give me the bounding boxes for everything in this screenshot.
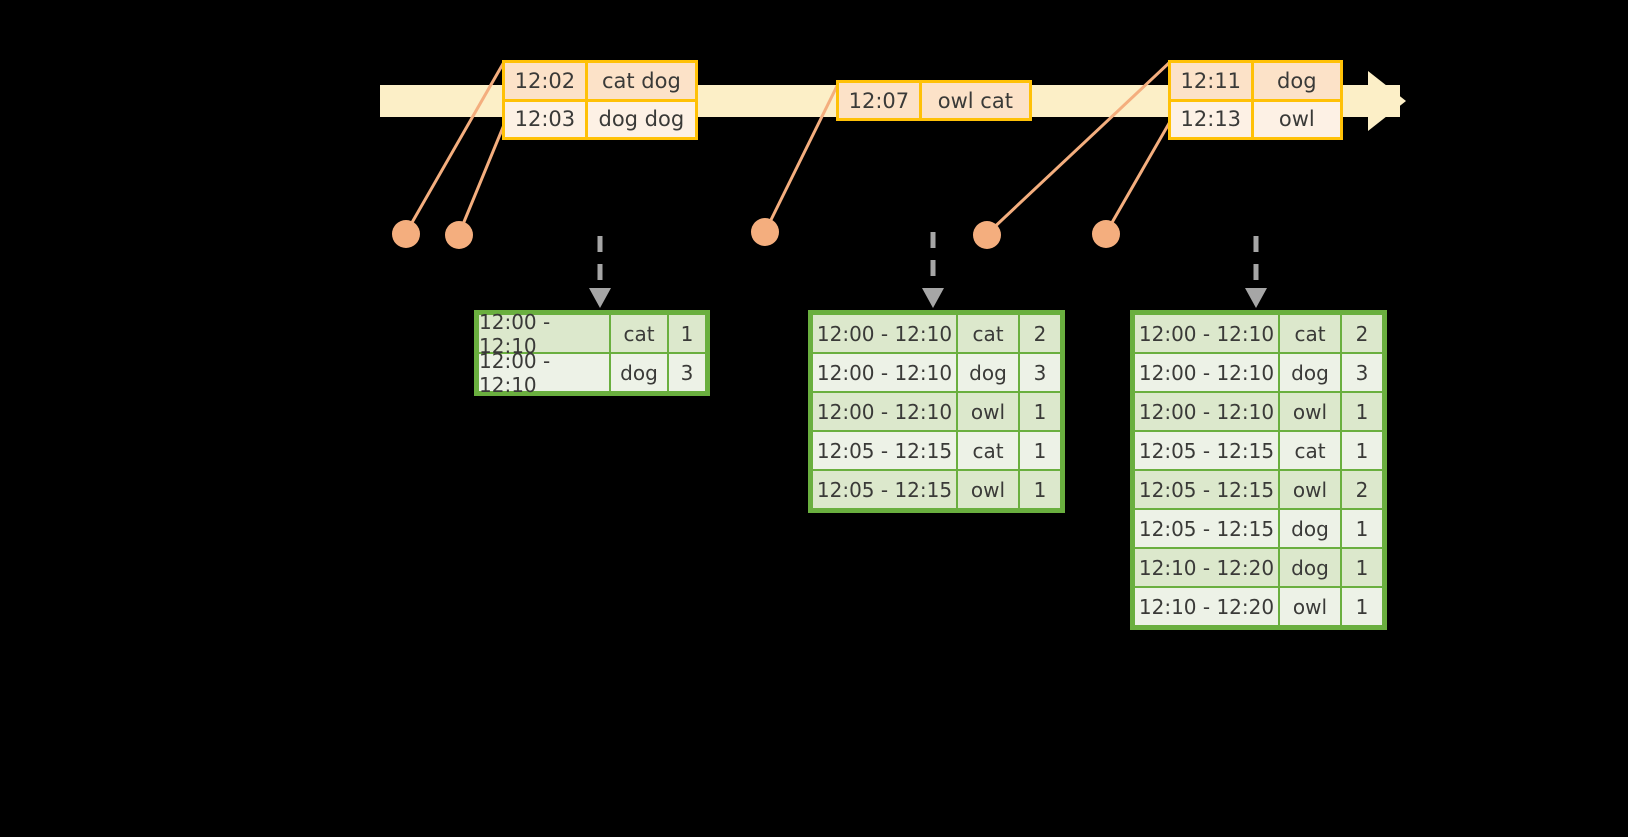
cell-count: 1	[1342, 510, 1382, 547]
cell-count: 1	[1020, 432, 1060, 469]
cell-count: 1	[669, 315, 705, 352]
event-row: 12:02 cat dog	[505, 63, 695, 99]
cell-key: dog	[1280, 549, 1340, 586]
event-dot-4	[973, 221, 1001, 249]
flow-arrow-head-3	[1245, 288, 1267, 308]
cell-key: owl	[1280, 393, 1340, 430]
cell-key: owl	[1280, 588, 1340, 625]
cell-key: cat	[1280, 432, 1340, 469]
cell-window: 12:00 - 12:10	[813, 393, 956, 430]
cell-key: cat	[958, 432, 1018, 469]
event-row: 12:13 owl	[1171, 98, 1340, 137]
cell-key: owl	[958, 471, 1018, 508]
timeline-arrow-head	[1368, 71, 1406, 131]
event-row: 12:03 dog dog	[505, 98, 695, 137]
cell-window: 12:00 - 12:10	[1135, 315, 1278, 352]
event-row: 12:07 owl cat	[839, 83, 1029, 118]
cell-window: 12:00 - 12:10	[813, 354, 956, 391]
event-dot-3	[751, 218, 779, 246]
cell-count: 2	[1020, 315, 1060, 352]
event-time: 12:11	[1171, 63, 1254, 99]
connector-line-5	[1104, 119, 1173, 234]
event-message: cat dog	[587, 63, 695, 99]
event-dot-1	[392, 220, 420, 248]
flow-arrow-head-1	[589, 288, 611, 308]
event-box-group-a[interactable]: 12:02 cat dog 12:03 dog dog	[502, 60, 698, 140]
cell-count: 2	[1342, 471, 1382, 508]
event-box-group-c[interactable]: 12:11 dog 12:13 owl	[1168, 60, 1343, 140]
cell-window: 12:10 - 12:20	[1135, 588, 1278, 625]
event-message: owl cat	[921, 83, 1029, 118]
cell-count: 1	[1020, 393, 1060, 430]
event-time: 12:13	[1171, 101, 1254, 137]
event-box-group-b[interactable]: 12:07 owl cat	[836, 80, 1032, 121]
event-time: 12:03	[505, 101, 588, 137]
cell-window: 12:00 - 12:10	[1135, 354, 1278, 391]
cell-key: dog	[1280, 510, 1340, 547]
cell-count: 3	[669, 354, 705, 391]
cell-key: cat	[958, 315, 1018, 352]
cell-count: 1	[1342, 432, 1382, 469]
event-message: dog	[1253, 63, 1340, 99]
event-row: 12:11 dog	[1171, 63, 1340, 99]
cell-count: 1	[1342, 588, 1382, 625]
cell-window: 12:00 - 12:10	[479, 310, 609, 358]
event-dot-5	[1092, 220, 1120, 248]
flow-arrow-head-2	[922, 288, 944, 308]
cell-count: 1	[1020, 471, 1060, 508]
cell-key: dog	[611, 354, 667, 391]
event-message: dog dog	[587, 101, 695, 137]
cell-key: owl	[1280, 471, 1340, 508]
event-time: 12:07	[839, 83, 922, 118]
cell-key: cat	[611, 315, 667, 352]
connector-line-2	[457, 119, 508, 235]
cell-count: 2	[1342, 315, 1382, 352]
event-dot-2	[445, 221, 473, 249]
cell-window: 12:10 - 12:20	[1135, 549, 1278, 586]
cell-window: 12:05 - 12:15	[1135, 510, 1278, 547]
cell-key: dog	[1280, 354, 1340, 391]
cell-count: 1	[1342, 393, 1382, 430]
cell-count: 3	[1342, 354, 1382, 391]
cell-key: dog	[958, 354, 1018, 391]
cell-window: 12:05 - 12:15	[1135, 432, 1278, 469]
cell-window: 12:00 - 12:10	[479, 349, 609, 397]
cell-window: 12:05 - 12:15	[813, 432, 956, 469]
event-time: 12:02	[505, 63, 588, 99]
event-message: owl	[1253, 101, 1340, 137]
cell-key: owl	[958, 393, 1018, 430]
cell-window: 12:00 - 12:10	[813, 315, 956, 352]
cell-window: 12:05 - 12:15	[813, 471, 956, 508]
cell-key: cat	[1280, 315, 1340, 352]
cell-window: 12:00 - 12:10	[1135, 393, 1278, 430]
cell-count: 1	[1342, 549, 1382, 586]
cell-window: 12:05 - 12:15	[1135, 471, 1278, 508]
cell-count: 3	[1020, 354, 1060, 391]
